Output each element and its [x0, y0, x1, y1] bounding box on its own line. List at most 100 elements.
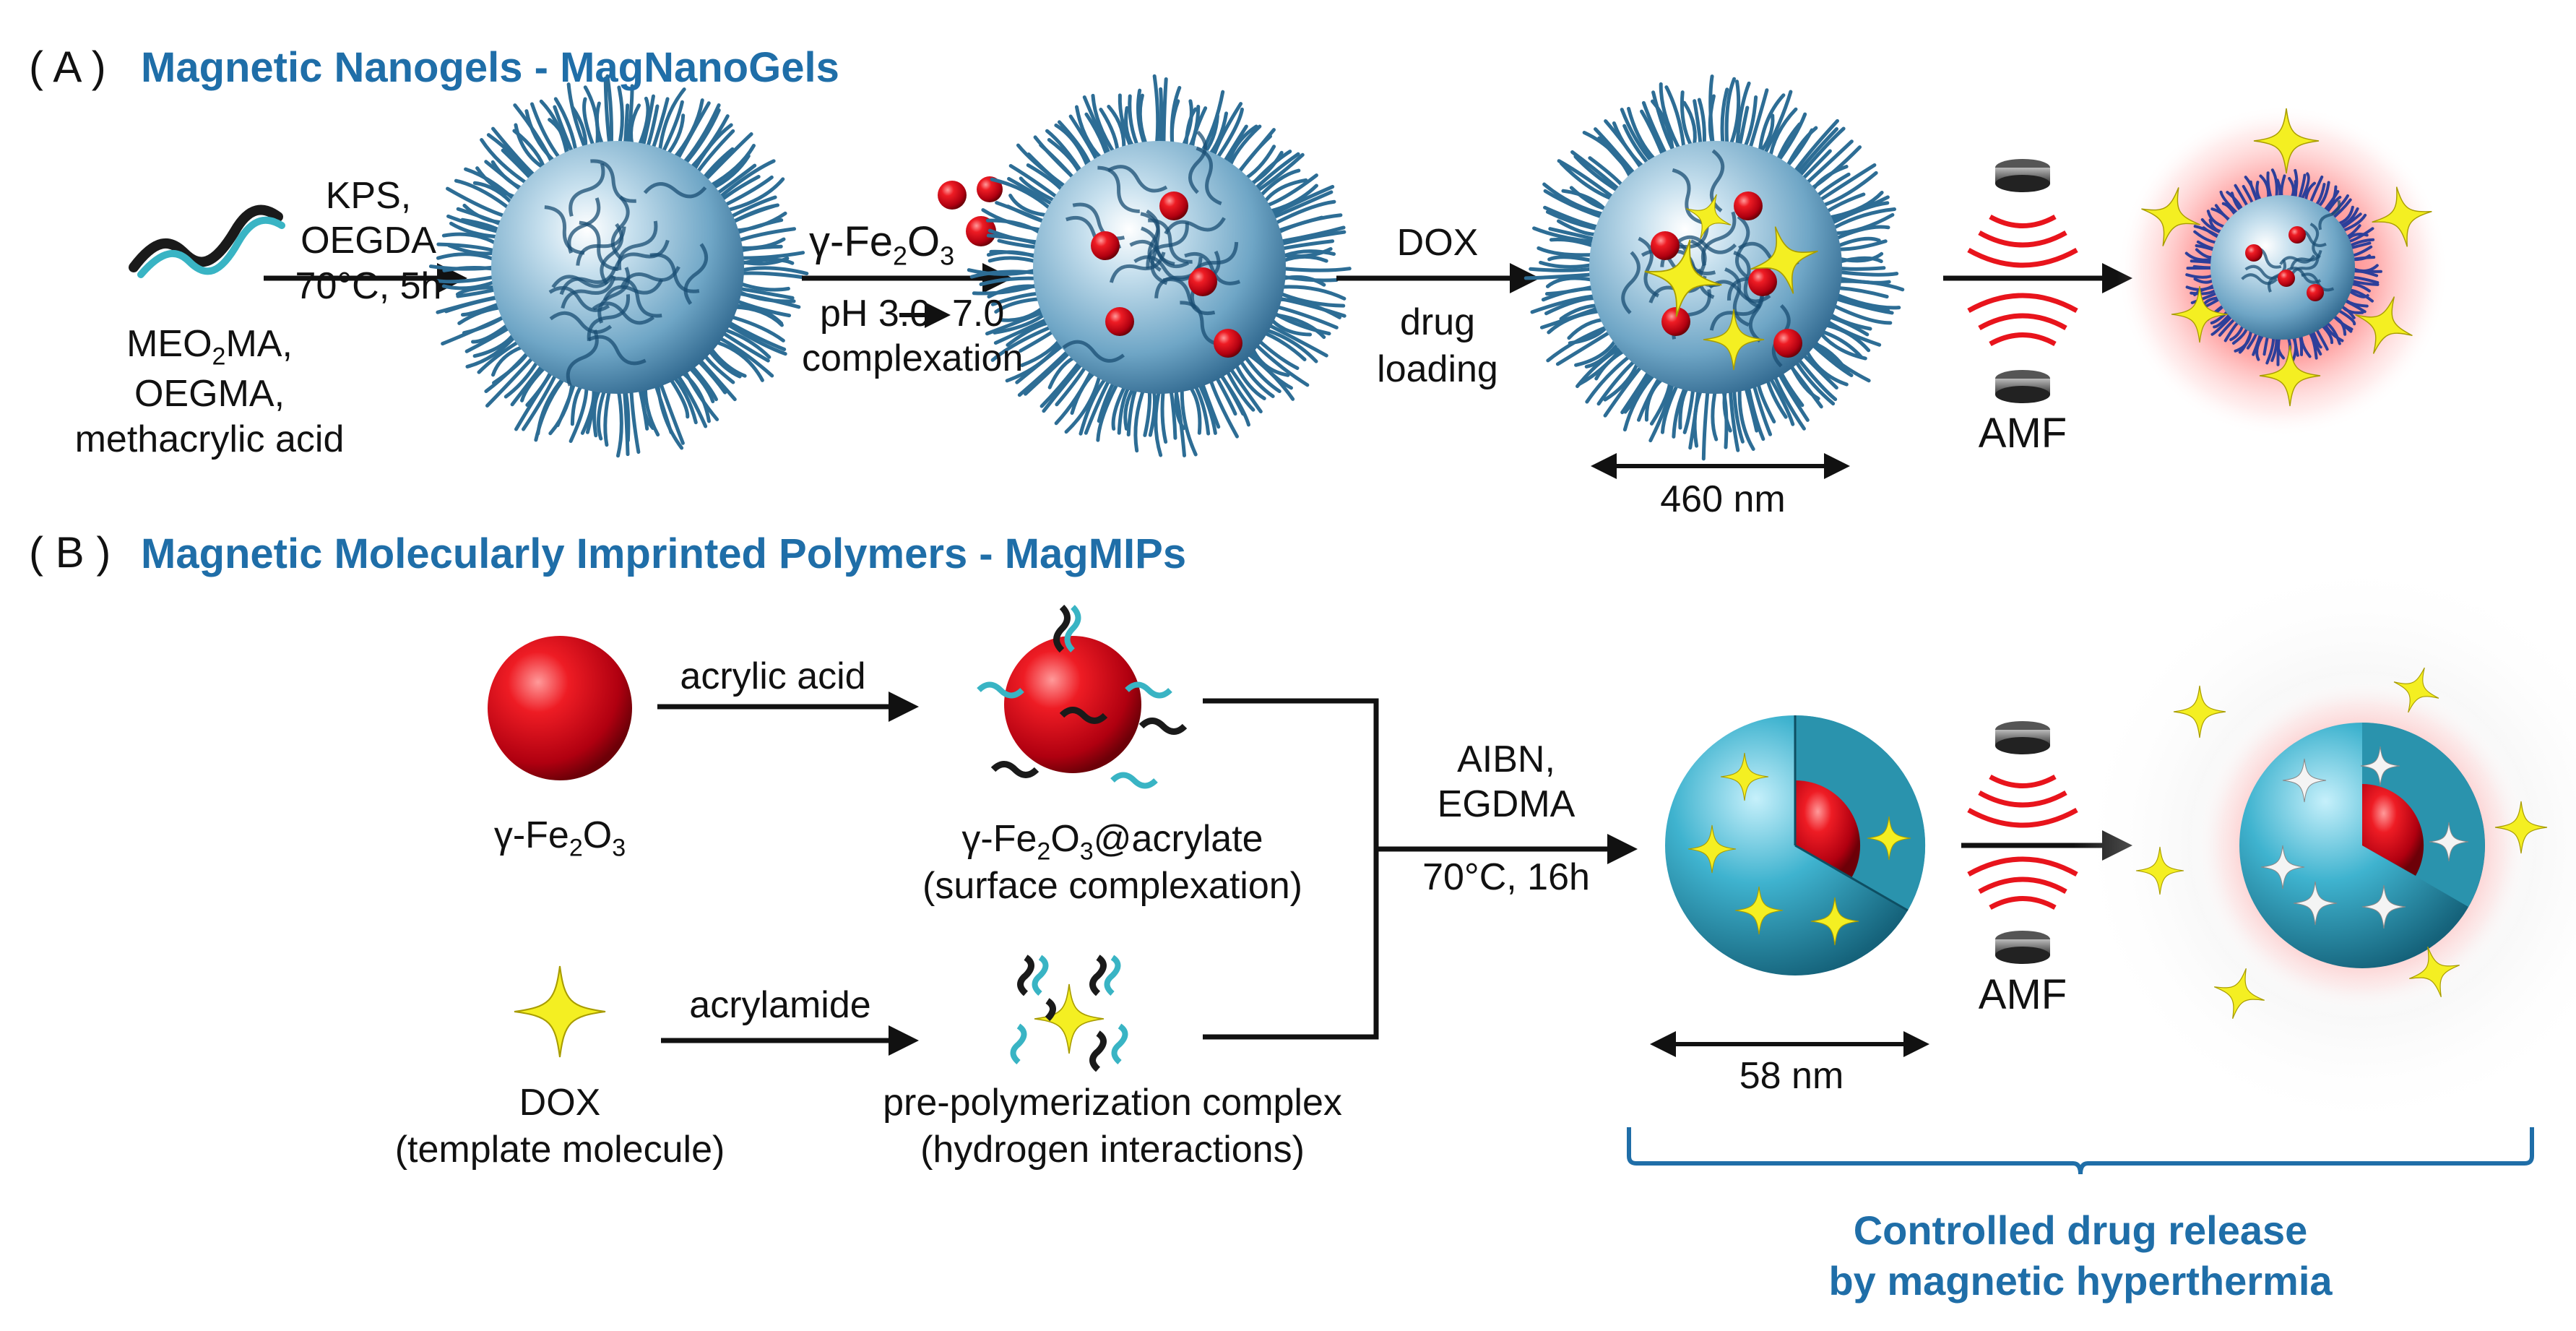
polymer-chain [1274, 230, 1347, 247]
polymer-chain [1138, 93, 1150, 151]
polymer-chain [1827, 301, 1893, 325]
network-chain [587, 294, 631, 341]
polymer-chain [1829, 295, 1894, 315]
polymer-chain [700, 132, 753, 186]
polymer-chain [981, 208, 1048, 233]
prepolymerization-label: pre-polymerization complex [883, 1082, 1342, 1124]
polymer-chain [1523, 272, 1599, 280]
step3-dox: DOX [1396, 222, 1479, 264]
network-chain [1154, 257, 1203, 298]
polymer-chain [1536, 246, 1599, 257]
polymer-chain [1807, 340, 1854, 377]
network-chain [561, 275, 616, 309]
ph-start: pH 3.0 [820, 293, 931, 335]
network-chain [549, 311, 613, 334]
polymer-chain [1529, 266, 1599, 272]
polymer-chain [548, 376, 575, 436]
polymer-chain [1143, 384, 1152, 437]
network-chain [1672, 168, 1704, 225]
polymer-chain [1597, 136, 1638, 181]
polymer-chain [987, 256, 1042, 265]
polymer-chain [1760, 90, 1793, 160]
nanogel-empty [428, 74, 809, 458]
polymer-chain [1162, 77, 1168, 150]
polymer-chain [1539, 304, 1605, 329]
network-chain [2318, 199, 2341, 231]
polymer-chain [1268, 199, 1336, 228]
polymer-chain [1814, 163, 1877, 205]
iron-oxide-particles [938, 176, 1003, 246]
polymer-chain [454, 178, 515, 213]
step2-reagent: γ-Fe2O3 [809, 218, 955, 271]
network-chain [1146, 209, 1162, 272]
network-chain [1188, 130, 1207, 194]
polymer-chain [1832, 279, 1905, 292]
acrylamide-label: acrylamide [689, 984, 871, 1026]
polymer-chain [434, 274, 501, 284]
polymer-chain [1042, 358, 1086, 413]
polymer-chain [603, 384, 613, 447]
conditions-b: AIBN, EGDMA [1437, 738, 1576, 826]
amf-label-b: AMF [1978, 971, 2067, 1018]
polymer-chain [721, 177, 785, 213]
amf-coil-icon-b [1967, 721, 2078, 964]
polymer-chain [1016, 143, 1071, 191]
dox-label: DOX [519, 1082, 601, 1124]
polymer-chain [1711, 384, 1719, 441]
nanogel-with-dox [1523, 74, 1905, 461]
panel-a-letter: ( A ) [29, 43, 106, 91]
polymer-chain [1641, 100, 1670, 160]
polymer-chain [1724, 77, 1737, 151]
network-chain [590, 159, 636, 203]
size-label-b: 58 nm [1739, 1055, 1844, 1097]
polymer-chain [990, 323, 1058, 362]
network-chain [576, 226, 626, 266]
fe2o3-acrylate-label: γ-Fe2O3@acrylate [961, 818, 1263, 866]
polymer-chain [1737, 382, 1755, 451]
amf-coil-icon [1967, 159, 2078, 403]
polymer-chain [1154, 384, 1163, 457]
polymer-chain [1825, 201, 1890, 228]
polymer-chain [1263, 321, 1328, 358]
step1-conditions: KPS, OEGDA 70°C, 5h [295, 175, 442, 307]
polymer-chain [1158, 87, 1164, 150]
footer-caption: Controlled drug release by magnetic hype… [1828, 1207, 2333, 1304]
monomer-list: MEO2MA, OEGMA, methacrylic acid [74, 323, 345, 460]
polymer-chain [1276, 266, 1352, 272]
network-chain [567, 197, 601, 254]
polymer-chain [485, 352, 538, 408]
surface-complexation-label: (surface complexation) [922, 865, 1302, 907]
network-chain [617, 220, 658, 271]
polymer-chain [616, 85, 624, 150]
polymer-chain [625, 84, 634, 151]
polymer-chain [1054, 365, 1096, 426]
polymer-chain [1160, 384, 1168, 444]
polymer-chain [1274, 225, 1346, 244]
network-chain [1062, 340, 1125, 363]
polymer-chain [1794, 353, 1838, 402]
polymer-chain [1091, 93, 1118, 158]
polymer-chain [510, 360, 547, 407]
polymer-chain [1545, 276, 1599, 288]
network-chain [1196, 146, 1222, 206]
polymer-chain [1542, 182, 1610, 217]
panel-b-letter: ( B ) [29, 528, 111, 577]
network-chain [597, 267, 631, 324]
network-chain [683, 243, 709, 306]
network-chain [2309, 223, 2321, 259]
step3-drug: drug [1399, 301, 1476, 343]
network-chain [551, 275, 615, 289]
step2-complexation: complexation [802, 337, 1024, 379]
network-chain [1107, 165, 1168, 193]
polymer-chain [605, 74, 614, 150]
polymer-chain [1734, 81, 1751, 152]
acrylic-acid-label: acrylic acid [680, 655, 866, 697]
ph-end: 7.0 [952, 293, 1005, 335]
polymer-chain [1275, 285, 1347, 301]
network-chain [1690, 239, 1715, 299]
nanogel-heated [2117, 105, 2449, 437]
network-chain [602, 278, 664, 301]
network-chain [1140, 226, 1168, 285]
polymer-chain [722, 320, 787, 356]
